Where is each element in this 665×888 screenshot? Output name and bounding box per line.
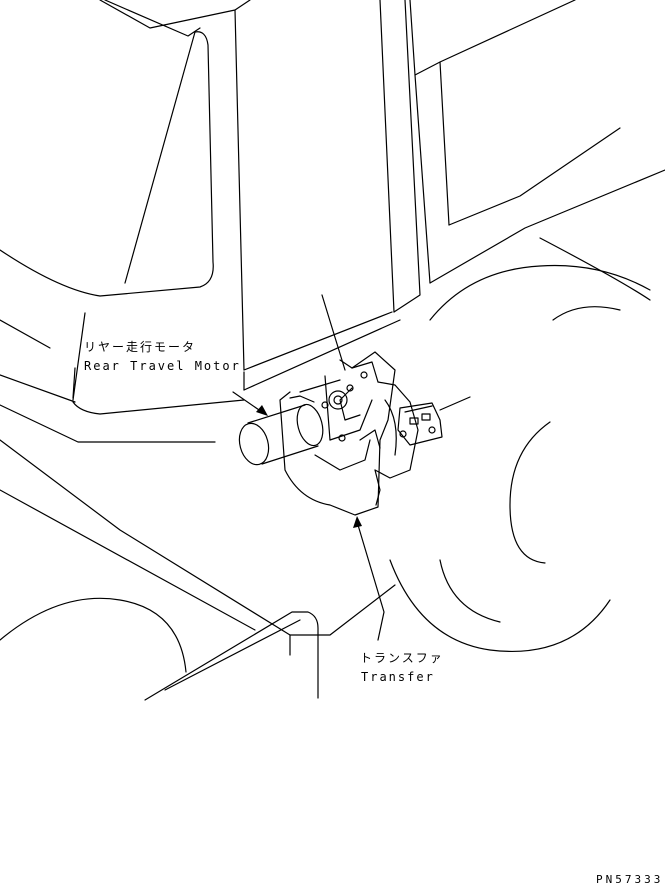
door-panel — [243, 0, 665, 391]
transfer-label-en: Transfer — [361, 670, 435, 684]
transfer-label-jp: トランスファ — [360, 651, 444, 665]
transfer-housing — [279, 351, 419, 516]
drawing-code: PN57333 — [596, 873, 664, 886]
rear-travel-motor-label-jp: リヤー走行モータ — [84, 340, 197, 354]
motor-arrowhead — [256, 405, 268, 416]
transfer-arrowhead — [353, 516, 362, 528]
cab-outline — [0, 0, 251, 443]
tire-outline — [389, 237, 651, 653]
valve-block — [397, 396, 471, 446]
rear-travel-motor — [238, 395, 324, 466]
leader-lines — [232, 294, 385, 641]
rear-travel-motor-label-en: Rear Travel Motor — [84, 359, 241, 373]
frame-outline — [0, 439, 396, 701]
